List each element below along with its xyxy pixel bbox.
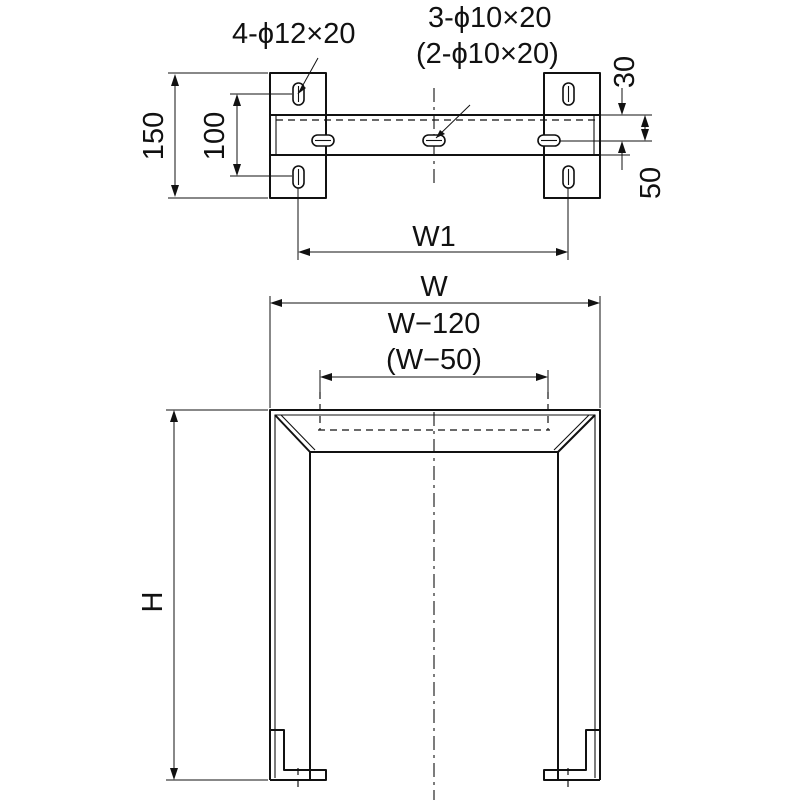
frame-inner	[309, 451, 559, 780]
label-dim-30: 30	[609, 56, 641, 88]
front-view	[166, 296, 601, 800]
foot-left	[270, 729, 327, 781]
label-dim-h: H	[137, 592, 169, 613]
label-hole-top-left: 4-ϕ12×20	[232, 18, 355, 50]
label-hole-top-center: 3-ϕ10×20	[428, 2, 551, 34]
cross-bar	[269, 114, 601, 156]
label-dim-100: 100	[199, 112, 231, 160]
label-hole-top-center-alt: (2-ϕ10×20)	[416, 38, 559, 70]
label-dim-50: 50	[635, 167, 667, 199]
foot-right	[543, 729, 600, 781]
label-dim-w1: W1	[412, 221, 456, 253]
label-dim-150: 150	[138, 112, 170, 160]
label-dim-w: W	[420, 271, 448, 303]
label-dim-w120: W−120	[388, 308, 481, 340]
top-view	[168, 57, 652, 260]
label-dim-w50: (W−50)	[386, 344, 482, 376]
frame-outer	[269, 409, 601, 780]
